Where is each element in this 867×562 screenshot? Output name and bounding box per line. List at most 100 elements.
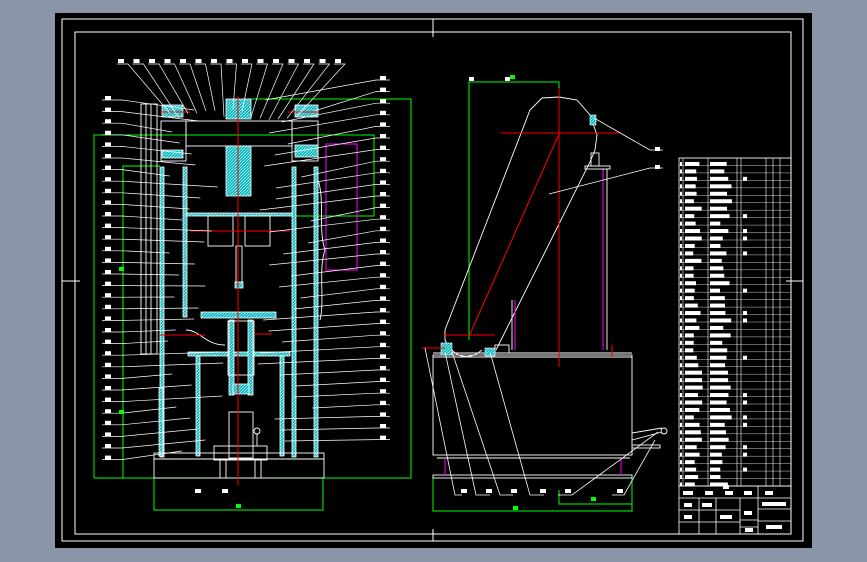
illegible-label (710, 229, 729, 234)
illegible-label (685, 363, 699, 368)
illegible-label (105, 397, 111, 402)
illegible-label (710, 407, 730, 412)
illegible-label (105, 235, 111, 240)
illegible-label (710, 333, 731, 338)
illegible-label (242, 59, 248, 63)
illegible-label (710, 422, 725, 427)
illegible-label (680, 385, 682, 390)
illegible-label (380, 250, 386, 254)
illegible-label (461, 489, 467, 493)
illegible-label (655, 147, 660, 151)
illegible-label (380, 192, 386, 196)
leader-line (148, 63, 189, 114)
illegible-label (743, 452, 747, 457)
illegible-label (164, 59, 171, 63)
illegible-label (680, 355, 682, 360)
illegible-label (680, 288, 682, 293)
illegible-label (680, 243, 682, 248)
centerlines (422, 88, 620, 367)
illegible-label (685, 236, 702, 241)
illegible-label (380, 168, 386, 173)
illegible-label (105, 304, 111, 309)
illegible-label (380, 203, 386, 208)
illegible-label (710, 161, 727, 166)
illegible-label (685, 176, 697, 181)
illegible-label (505, 77, 510, 81)
leader-line (241, 63, 253, 112)
illegible-label (380, 308, 386, 312)
illegible-label (380, 389, 386, 394)
illegible-label (105, 293, 111, 298)
illegible-label (680, 340, 682, 345)
illegible-label (680, 452, 682, 457)
illegible-label (710, 340, 723, 345)
illegible-label (680, 296, 682, 301)
illegible-label (762, 502, 786, 506)
illegible-label (710, 467, 721, 472)
illegible-label (680, 266, 682, 271)
leader-line (277, 63, 315, 120)
illegible-label (685, 430, 701, 435)
illegible-label (513, 506, 518, 510)
illegible-label (685, 378, 703, 383)
illegible-label (685, 355, 697, 360)
illegible-label (685, 221, 696, 226)
illegible-label (710, 303, 725, 308)
illegible-label (710, 475, 721, 480)
parts-list (678, 157, 792, 487)
illegible-label (710, 378, 729, 383)
illegible-label (710, 214, 730, 219)
illegible-label (105, 316, 111, 321)
illegible-label (743, 311, 747, 316)
illegible-label (680, 311, 682, 316)
illegible-label (380, 238, 386, 243)
leader-line (268, 63, 300, 120)
illegible-label (710, 355, 727, 360)
illegible-label (180, 59, 186, 63)
illegible-label (685, 266, 694, 271)
illegible-label (710, 452, 722, 457)
illegible-label (685, 251, 694, 256)
illegible-label (105, 107, 111, 112)
illegible-label (685, 303, 698, 308)
illegible-label (380, 366, 386, 370)
illegible-label (226, 59, 233, 63)
illegible-label (380, 110, 386, 115)
illegible-label (685, 422, 700, 427)
illegible-label (685, 482, 695, 487)
illegible-label (710, 236, 723, 241)
illegible-label (710, 273, 725, 278)
illegible-label (655, 165, 660, 169)
illegible-label (680, 251, 682, 256)
illegible-label (685, 258, 702, 263)
illegible-label (710, 385, 731, 390)
illegible-label (380, 354, 386, 359)
illegible-label (685, 243, 695, 248)
illegible-label (105, 177, 111, 182)
illegible-label (685, 214, 695, 219)
illegible-label (710, 363, 726, 368)
illegible-label (119, 267, 124, 271)
illegible-label (680, 318, 682, 323)
illegible-label (710, 393, 729, 398)
illegible-label (743, 229, 747, 234)
illegible-label (510, 75, 515, 79)
illegible-label (744, 511, 752, 515)
illegible-label (680, 482, 682, 487)
leader-line (179, 63, 207, 112)
illegible-label (680, 393, 682, 398)
illegible-label (685, 400, 703, 405)
illegible-label (380, 424, 386, 428)
illegible-label (486, 489, 492, 493)
illegible-label (288, 59, 295, 63)
illegible-label (222, 489, 228, 493)
illegible-label (743, 393, 747, 398)
illegible-label (105, 432, 111, 437)
illegible-label (105, 223, 111, 228)
leader-line (163, 63, 198, 114)
illegible-label (685, 325, 700, 330)
illegible-label (680, 214, 682, 219)
illegible-label (680, 161, 682, 166)
illegible-label (380, 87, 386, 92)
